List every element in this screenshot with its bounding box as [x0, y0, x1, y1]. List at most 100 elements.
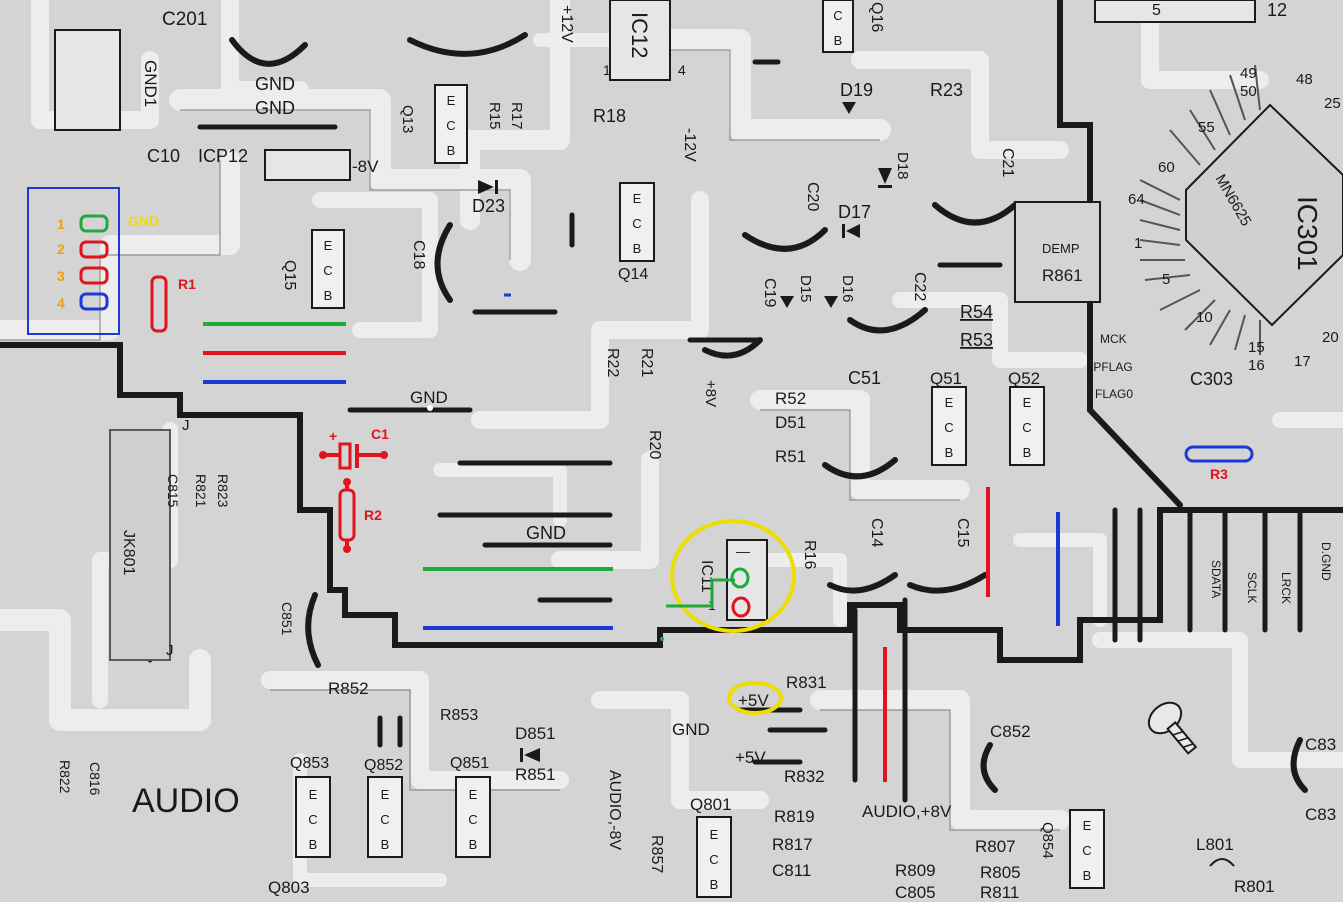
label-c811: C811 — [772, 861, 811, 880]
pin-label: E — [381, 787, 390, 802]
label-audio-p8v: AUDIO,+8V — [862, 802, 952, 821]
legend-pad-1 — [79, 214, 109, 233]
label-pin5-top: 5 — [1152, 2, 1161, 19]
label-r21: R21 — [638, 348, 655, 377]
c1-plus-label: + — [329, 428, 337, 444]
pin-label: B — [1083, 868, 1092, 883]
label-r861: R861 — [1042, 266, 1083, 285]
label-plus5v: +5V — [735, 748, 766, 767]
pin-label: C — [308, 812, 317, 827]
pin-label: B — [469, 837, 478, 852]
label-c303: C303 — [1190, 369, 1233, 389]
transistor-q801: ECB — [696, 816, 732, 898]
label-r819: R819 — [774, 807, 815, 826]
c201-arc — [229, 37, 308, 67]
c851-arc — [305, 592, 321, 668]
transistor-q51: ECB — [931, 386, 967, 466]
legend-gnd-label: GND — [128, 213, 159, 229]
heavy-ground-lines — [0, 0, 1343, 803]
diode-d17 — [846, 224, 860, 238]
transistor-q851: ECB — [455, 776, 491, 858]
pin-label: E — [447, 93, 456, 108]
label-d15: D15 — [797, 275, 814, 303]
pin-label: C — [709, 852, 718, 867]
label-c83-b: C83 — [1305, 805, 1336, 824]
label-plus12v: +12V — [558, 5, 575, 43]
label-sclk: SCLK — [1245, 572, 1259, 603]
user-annotations: 1 2 3 4 GND R1 + C1 R2 — [27, 187, 1254, 782]
label-gnd-tl2: GND — [255, 98, 295, 118]
label-d23: D23 — [472, 196, 505, 216]
label-flag0: FLAG0 — [1095, 387, 1133, 401]
label-r805: R805 — [980, 863, 1021, 882]
label-q51: Q51 — [930, 369, 962, 388]
transistor-packages: CB ECB ECB ECB ECB ECB ECB ECB ECB ECB E… — [295, 0, 1105, 898]
label-r807: R807 — [975, 837, 1016, 856]
pin-label: C — [323, 263, 332, 278]
r1-marker — [150, 275, 168, 333]
label-r53: R53 — [960, 330, 993, 350]
label-c83-a: C83 — [1305, 735, 1336, 754]
ic12-body — [609, 0, 671, 81]
label-plus5v-boxed: +5V — [738, 691, 769, 710]
diode-symbols — [478, 102, 892, 762]
label-jk801: JK801 — [120, 530, 137, 575]
transistor-q852: ECB — [367, 776, 403, 858]
screw-icon — [1147, 701, 1198, 755]
label-j-bottom: J — [166, 642, 174, 659]
pin-label: C — [380, 812, 389, 827]
label-q16: Q16 — [868, 2, 885, 32]
capacitor-outlines — [229, 32, 1308, 793]
white-dot — [427, 405, 433, 411]
label-c22: C22 — [911, 272, 928, 301]
pin-label: B — [324, 288, 333, 303]
label-c15: C15 — [954, 518, 971, 547]
label-r23: R23 — [930, 80, 963, 100]
ic11-highlight-circle — [670, 519, 796, 633]
label-mck: MCK — [1100, 332, 1127, 346]
label-q852: Q852 — [364, 757, 403, 774]
pin-label: C — [446, 118, 455, 133]
pin-label: B — [834, 33, 843, 48]
r3-label: R3 — [1210, 466, 1228, 482]
label-d851: D851 — [515, 724, 556, 743]
label-pin55: 55 — [1198, 119, 1215, 136]
label-q854: Q854 — [1039, 822, 1056, 859]
c15-arc — [907, 572, 988, 594]
label-r15: R15 — [486, 102, 503, 130]
label-r54: R54 — [960, 302, 993, 322]
label-r22: R22 — [604, 348, 621, 377]
silkscreen-labels: C201 +12V IC12 1 4 Q16 5 12 GND1 C10 ICP… — [57, 0, 1341, 902]
label-pin49: 49 — [1240, 65, 1257, 82]
label-r811: R811 — [980, 883, 1019, 902]
label-r809: R809 — [895, 861, 936, 880]
c22-arc — [847, 307, 928, 334]
legend-pin-4: 4 — [57, 295, 65, 311]
ic301-body — [1185, 103, 1343, 327]
pin-label: B — [710, 877, 719, 892]
diode-d19 — [842, 102, 856, 114]
label-pin1: 1 — [1134, 235, 1142, 252]
label-r16: R16 — [801, 540, 818, 569]
c51-arc — [822, 457, 898, 480]
label-r851: R851 — [515, 765, 556, 784]
label-pin5: 5 — [1162, 271, 1170, 288]
label-d19: D19 — [840, 80, 873, 100]
label-c805: C805 — [895, 883, 936, 902]
label-plus8v: +8V — [702, 380, 719, 407]
label-r817: R817 — [772, 835, 813, 854]
label-r821: R821 — [193, 474, 209, 508]
c1-capacitor-marker — [319, 442, 388, 470]
label-r52: R52 — [775, 389, 806, 408]
icp12-body — [264, 149, 351, 181]
label-pin15: 15 — [1248, 339, 1265, 356]
label-c815: C815 — [165, 474, 181, 508]
c18-arc — [434, 222, 453, 303]
legend-pin-2: 2 — [57, 241, 65, 257]
label-pin16: 16 — [1248, 357, 1265, 374]
legend-pin-3: 3 — [57, 268, 65, 284]
pin-label: E — [469, 787, 478, 802]
pin-label: C — [468, 812, 477, 827]
label-pin50: 50 — [1240, 83, 1257, 100]
label-gnd-lower: GND — [672, 720, 710, 739]
